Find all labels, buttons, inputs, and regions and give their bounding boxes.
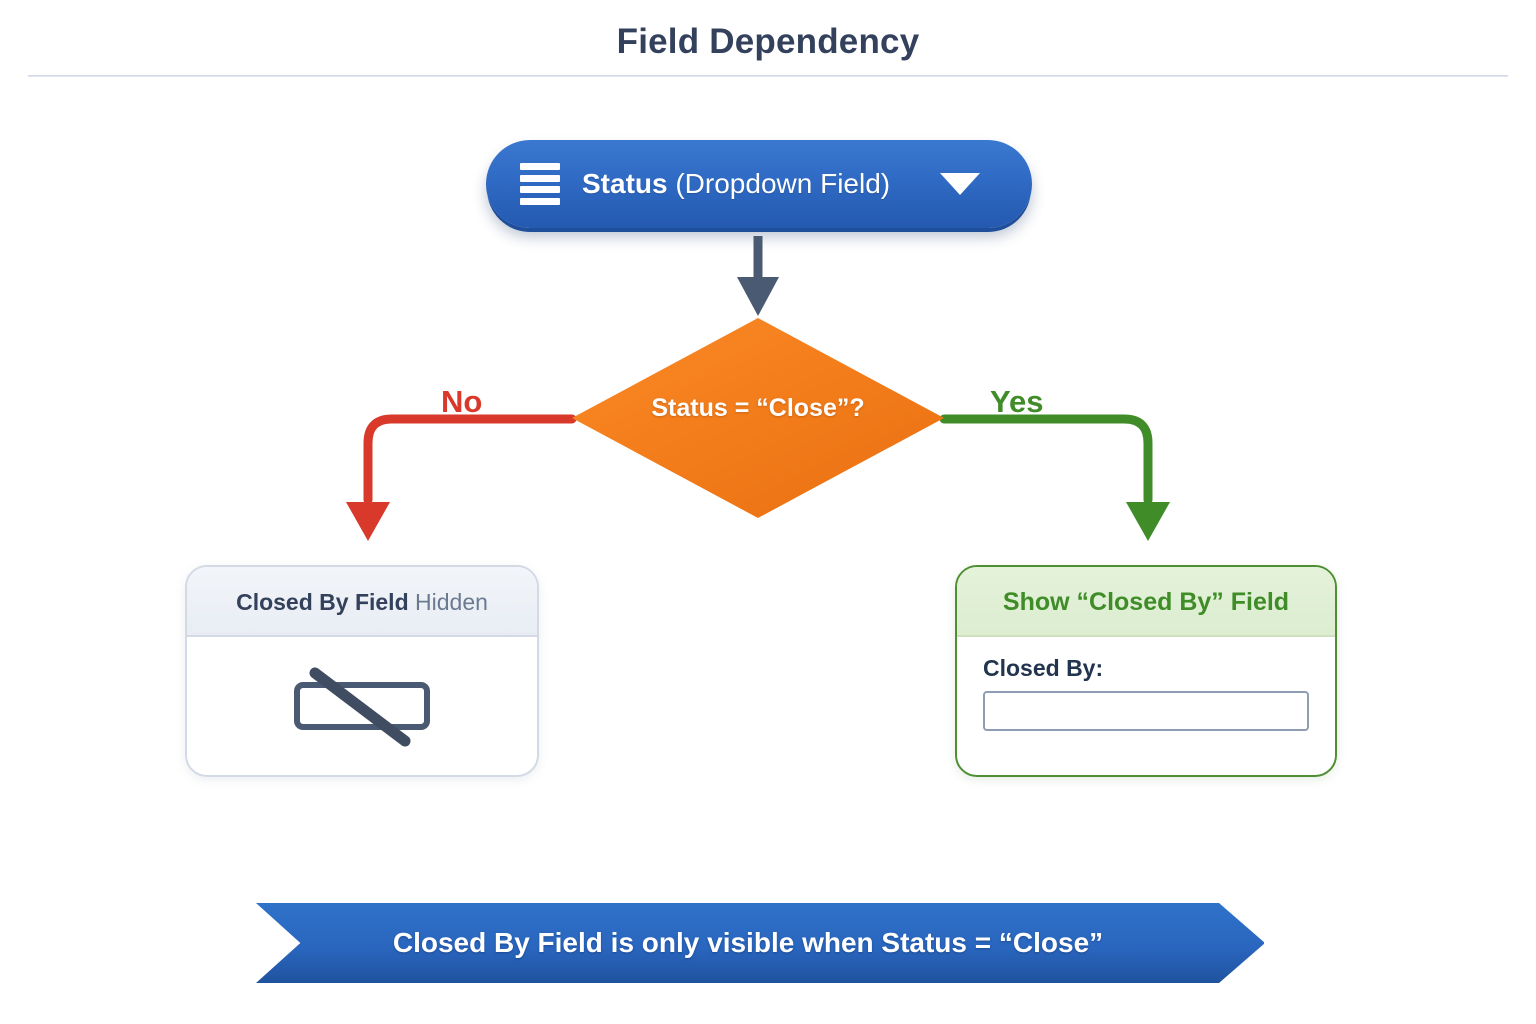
- title-divider: [28, 75, 1508, 77]
- closed-by-hidden-card: Closed By Field Hidden: [185, 565, 539, 777]
- branch-no-connector: [346, 414, 577, 541]
- closed-by-show-card: Show “Closed By” Field Closed By:: [955, 565, 1337, 777]
- dropdown-field-name: Status: [582, 168, 668, 199]
- summary-banner: Closed By Field is only visible when Sta…: [256, 903, 1264, 983]
- dropdown-node-label: Status (Dropdown Field): [582, 168, 940, 200]
- closed-by-input[interactable]: [983, 691, 1309, 731]
- hidden-card-body: [187, 637, 537, 775]
- dropdown-field-type: (Dropdown Field): [675, 168, 891, 199]
- status-dropdown-node[interactable]: Status (Dropdown Field): [486, 140, 1032, 228]
- branch-label-no: No: [441, 384, 483, 419]
- field-hidden-slash-icon: [294, 667, 430, 747]
- closed-by-label: Closed By:: [983, 655, 1104, 681]
- hidden-card-header-strong: Closed By Field: [236, 589, 409, 615]
- decision-label: Status = “Close”?: [651, 394, 865, 422]
- summary-banner-text: Closed By Field is only visible when Sta…: [392, 927, 1104, 958]
- page-title: Field Dependency: [616, 22, 920, 61]
- decision-node[interactable]: Status = “Close”?: [572, 318, 944, 518]
- branch-label-yes: Yes: [990, 384, 1044, 419]
- list-menu-icon: [520, 163, 560, 205]
- arrow-dropdown-to-decision: [737, 236, 779, 316]
- caret-down-icon[interactable]: [940, 173, 980, 195]
- hidden-card-header-light: Hidden: [415, 589, 488, 615]
- branch-yes-connector: [939, 414, 1170, 541]
- hidden-card-header: Closed By Field Hidden: [187, 567, 537, 637]
- show-card-header: Show “Closed By” Field: [957, 567, 1335, 637]
- show-card-body: Closed By:: [957, 637, 1335, 775]
